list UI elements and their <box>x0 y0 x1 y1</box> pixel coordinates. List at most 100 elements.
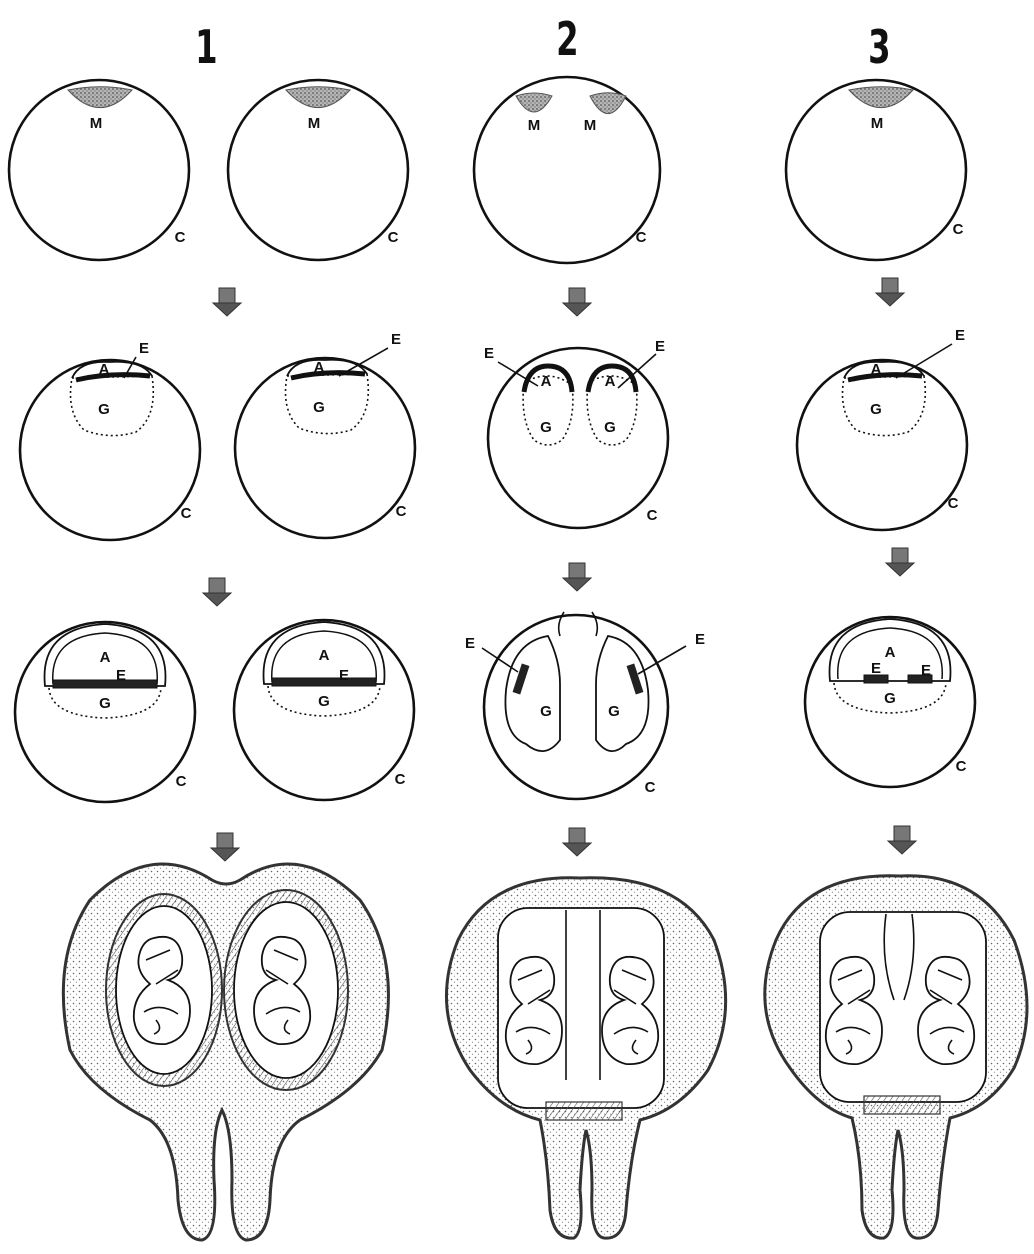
label-m-r1-3a: M <box>528 117 541 134</box>
arrow-2-shaft <box>569 288 585 304</box>
chorion-circle-r1-3 <box>474 77 660 263</box>
label-c-r1-1: C <box>175 229 186 246</box>
label-a-r2-3b: A <box>605 373 616 390</box>
label-g-r3-3b: G <box>608 703 620 720</box>
arrow-4-shaft <box>209 578 225 594</box>
arrow-7-shaft <box>217 833 233 849</box>
label-c-r1-2: C <box>388 229 399 246</box>
fetus-1b <box>254 937 310 1044</box>
label-a-r3-1: A <box>100 649 111 666</box>
embryonic-disc-r2-1 <box>76 375 150 380</box>
arrow-9-shaft <box>894 826 910 842</box>
label-e-r2-2: E <box>391 331 401 348</box>
fetus-2a <box>506 957 562 1064</box>
arrow-6-head <box>886 563 914 576</box>
placenta-2 <box>546 1102 622 1120</box>
chorion-circle-r2-1 <box>20 360 200 540</box>
arrow-2-head <box>563 303 591 316</box>
label-c-r2-4: C <box>948 495 959 512</box>
label-g-r3-4: G <box>884 690 896 707</box>
amnion-r3-3b <box>596 636 649 751</box>
label-e-r2-1: E <box>139 340 149 357</box>
label-g-r2-3a: G <box>540 419 552 436</box>
label-e-r3-2-1: E <box>339 667 349 684</box>
arrow-3-shaft <box>882 278 898 294</box>
label-c-r1-3: C <box>636 229 647 246</box>
yolk-sac-r2-4 <box>843 376 926 436</box>
label-e-r2-3a: E <box>484 345 494 362</box>
chorion-circle-r3-3 <box>484 615 668 799</box>
label-e-r2-4: E <box>955 327 965 344</box>
label-m-r1-3b: M <box>584 117 597 134</box>
amnion-r3-3a <box>505 636 560 751</box>
fetus-3a <box>826 957 882 1064</box>
arrow-2 <box>563 288 591 316</box>
arrow-6-shaft <box>892 548 908 564</box>
label-c-r2-2: C <box>396 503 407 520</box>
arrow-7-head <box>211 848 239 861</box>
label-g-r2-4: G <box>870 401 882 418</box>
label-g-r3-2: G <box>318 693 330 710</box>
label-a-r3-4: A <box>885 644 896 661</box>
label-e-r2-3b: E <box>655 338 665 355</box>
embryo-disc-r3-3b <box>627 663 644 694</box>
label-c-r3-3: C <box>645 779 656 796</box>
label-a-r2-2: A <box>314 359 325 376</box>
morula-r1-2 <box>286 87 350 108</box>
uterus-1 <box>63 864 388 1240</box>
fetus-2b <box>602 957 658 1064</box>
label-a-r2-4: A <box>871 361 882 378</box>
label-e-r3-4-1: E <box>871 660 881 677</box>
yolk-sac-r2-1 <box>71 376 154 436</box>
label-c-r3-2: C <box>395 771 406 788</box>
label-a-r2-1: A <box>99 361 110 378</box>
leader-e-r3-3b <box>638 646 686 674</box>
label-c-r2-1: C <box>181 505 192 522</box>
arrow-7 <box>211 833 239 861</box>
arrow-4-head <box>203 593 231 606</box>
arrow-5-head <box>563 578 591 591</box>
chorion-circle-r2-2 <box>235 358 415 538</box>
chorion-circle-r2-3 <box>488 348 668 528</box>
fetus-1a <box>134 937 190 1044</box>
label-e-r3-4-2: E <box>921 662 931 679</box>
placenta-3 <box>864 1096 940 1114</box>
embryo-disc-r3-3a <box>513 663 530 694</box>
arrow-8 <box>563 828 591 856</box>
label-c-r3-1: C <box>176 773 187 790</box>
arrow-6 <box>886 548 914 576</box>
label-e-r3-1-1: E <box>116 667 126 684</box>
label-m-r1-2: M <box>308 115 321 132</box>
arrow-1-shaft <box>219 288 235 304</box>
arrow-1 <box>213 288 241 316</box>
arrow-9 <box>888 826 916 854</box>
label-e-r3-3a: E <box>465 635 475 652</box>
label-g-r2-3b: G <box>604 419 616 436</box>
label-m-r1-1: M <box>90 115 103 132</box>
arrow-5-shaft <box>569 563 585 579</box>
arrow-8-shaft <box>569 828 585 844</box>
arrow-3-head <box>876 293 904 306</box>
label-g-r2-1: G <box>98 401 110 418</box>
morula-r1-4 <box>849 87 913 108</box>
embryonic-disc-r2-2 <box>291 373 365 378</box>
embryonic-disc-r2-4 <box>848 375 922 380</box>
arrow-9-head <box>888 841 916 854</box>
label-a-r2-3a: A <box>541 373 552 390</box>
arrow-5 <box>563 563 591 591</box>
morula-r1-1 <box>68 87 132 108</box>
morula-r1-3a <box>516 93 552 112</box>
label-c-r3-4: C <box>956 758 967 775</box>
label-g-r2-2: G <box>313 399 325 416</box>
leader-e-r3-3a <box>482 648 518 672</box>
label-e-r3-3b: E <box>695 631 705 648</box>
arrow-3 <box>876 278 904 306</box>
chorion-circle-r2-4 <box>797 360 967 530</box>
label-m-r1-4: M <box>871 115 884 132</box>
label-g-r3-3a: G <box>540 703 552 720</box>
arrow-8-head <box>563 843 591 856</box>
morula-r1-3b <box>590 93 626 114</box>
label-a-r3-2: A <box>319 647 330 664</box>
